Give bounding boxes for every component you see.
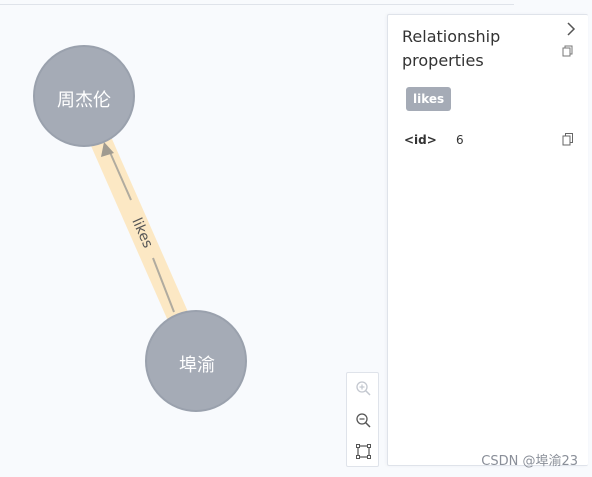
watermark: CSDN @埠渝23: [481, 454, 578, 469]
node-zhoujielun[interactable]: [33, 45, 135, 147]
relationship-arrowhead: [101, 142, 114, 157]
copy-value-icon[interactable]: [562, 133, 574, 146]
inspector-panel: Relationship properties likes <id> 6: [387, 14, 588, 466]
zoom-in-icon[interactable]: [355, 380, 372, 397]
copy-icon[interactable]: [562, 45, 574, 57]
top-toolbar-edge: [0, 0, 514, 5]
property-key: <id>: [404, 133, 437, 147]
node-buyu[interactable]: [145, 310, 247, 412]
zoom-out-icon[interactable]: [355, 412, 372, 429]
panel-title: Relationship properties: [402, 27, 501, 70]
relationship-type-badge[interactable]: likes: [406, 87, 452, 111]
node-label-buyu[interactable]: 埠渝: [179, 355, 215, 376]
chevron-right-icon[interactable]: [562, 21, 580, 41]
relationship-line-lower[interactable]: [152, 257, 175, 313]
node-label-zhoujielun[interactable]: 周杰伦: [57, 90, 111, 111]
zoom-controls: [346, 372, 379, 467]
property-row: <id> 6: [404, 133, 574, 151]
relationship-line-upper[interactable]: [108, 149, 132, 201]
relationship-highlight: [85, 125, 195, 335]
fit-to-screen-icon[interactable]: [355, 443, 372, 460]
property-value: 6: [456, 133, 464, 147]
